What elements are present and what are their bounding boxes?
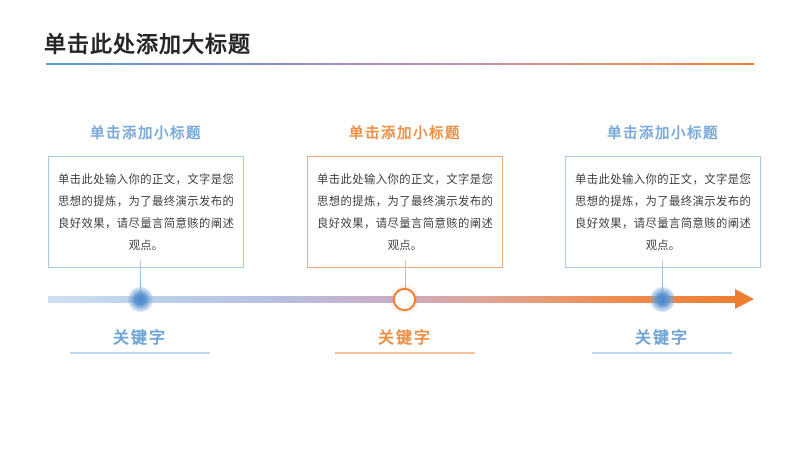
column-body-1: 单击此处输入你的正文，文字是您思想的提炼，为了最终演示发布的良好效果，请尽量言简…	[58, 174, 234, 252]
connector-stem-2	[405, 260, 406, 298]
timeline-keyword-1: 关键字	[70, 324, 210, 354]
timeline-marker-ring-2[interactable]	[393, 288, 416, 311]
timeline-keyword-2: 关键字	[335, 324, 475, 354]
content-column-3: 单击添加小标题 单击此处输入你的正文，文字是您思想的提炼，为了最终演示发布的良好…	[565, 124, 761, 268]
connector-stem-3	[662, 260, 663, 298]
column-body-2: 单击此处输入你的正文，文字是您思想的提炼，为了最终演示发布的良好效果，请尽量言简…	[317, 174, 493, 252]
right-arrow-icon	[735, 289, 754, 309]
content-column-2: 单击添加小标题 单击此处输入你的正文，文字是您思想的提炼，为了最终演示发布的良好…	[307, 124, 503, 268]
content-column-1: 单击添加小标题 单击此处输入你的正文，文字是您思想的提炼，为了最终演示发布的良好…	[48, 124, 244, 268]
column-textbox-3[interactable]: 单击此处输入你的正文，文字是您思想的提炼，为了最终演示发布的良好效果，请尽量言简…	[565, 156, 761, 268]
column-subtitle-1: 单击添加小标题	[90, 126, 202, 142]
timeline-keyword-3: 关键字	[592, 324, 732, 354]
column-body-3: 单击此处输入你的正文，文字是您思想的提炼，为了最终演示发布的良好效果，请尽量言简…	[575, 174, 751, 252]
page-title: 单击此处添加大标题	[44, 32, 252, 57]
column-textbox-2[interactable]: 单击此处输入你的正文，文字是您思想的提炼，为了最终演示发布的良好效果，请尽量言简…	[307, 156, 503, 268]
timeline-marker-dot-3[interactable]	[650, 287, 675, 312]
column-textbox-1[interactable]: 单击此处输入你的正文，文字是您思想的提炼，为了最终演示发布的良好效果，请尽量言简…	[48, 156, 244, 268]
column-subtitle-2: 单击添加小标题	[349, 126, 461, 142]
connector-stem-1	[140, 260, 141, 298]
title-gradient-divider	[46, 63, 754, 65]
timeline-marker-dot-1[interactable]	[128, 287, 153, 312]
column-subtitle-3: 单击添加小标题	[607, 126, 719, 142]
